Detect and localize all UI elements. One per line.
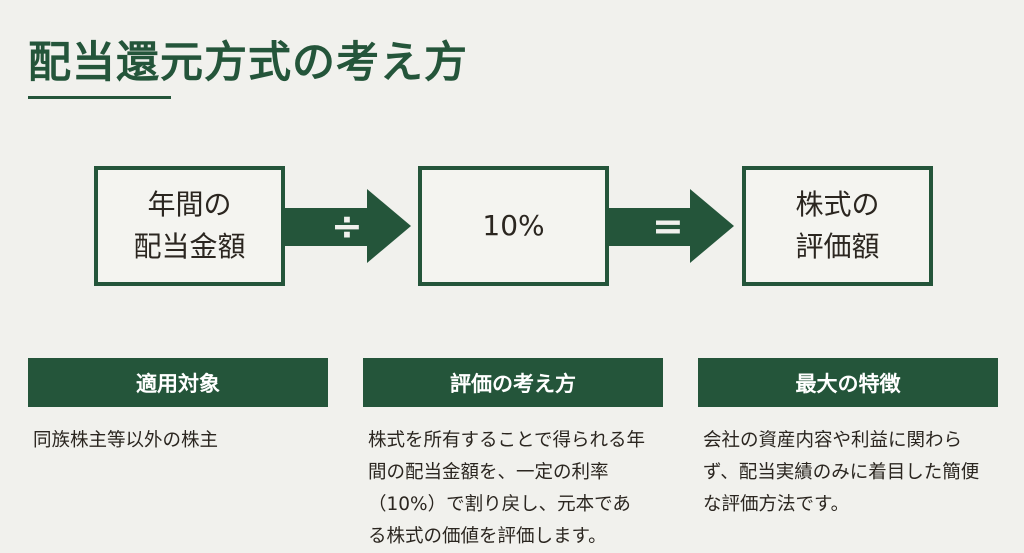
feature-header: 最大の特徴 xyxy=(698,358,998,407)
feature-description: 会社の資産内容や利益に関わらず、配当実績のみに着目した簡便な評価方法です。 xyxy=(703,430,980,515)
equals-symbol: = xyxy=(652,204,684,248)
divide-arrow: ÷ xyxy=(285,189,411,263)
title-underline xyxy=(28,96,171,99)
approach-header: 評価の考え方 xyxy=(363,358,663,407)
target-header: 適用対象 xyxy=(28,358,328,407)
equals-arrow: = xyxy=(608,189,735,263)
annual-dividend-box: 年間の 配当金額 xyxy=(94,166,285,286)
approach-description: 株式を所有することで得られる年間の配当金額を、一定の利率（10%）で割り戻し、元… xyxy=(368,430,645,547)
target-description: 同族株主等以外の株主 xyxy=(33,430,219,451)
stock-value-box: 株式の 評価額 xyxy=(742,166,933,286)
page-title: 配当還元方式の考え方 xyxy=(28,38,468,88)
rate-box: 10% xyxy=(418,166,609,286)
divide-symbol: ÷ xyxy=(331,204,363,248)
